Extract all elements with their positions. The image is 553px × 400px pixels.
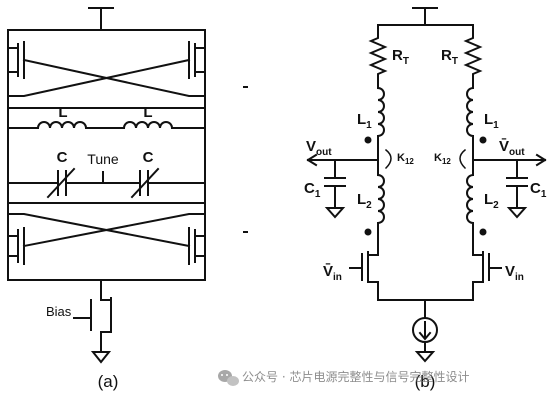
a-inductor-row	[7, 121, 206, 130]
b-transistor-right	[472, 251, 502, 301]
b-output-right	[472, 159, 546, 209]
b-inductor-l2-left	[376, 173, 385, 256]
b-label-vin-right: Vin	[505, 263, 524, 283]
a-varactor-row	[7, 170, 206, 196]
b-caption: (b)	[415, 372, 436, 391]
a-nmos-lower-left	[7, 29, 25, 281]
b-label-l1-right: L1	[484, 111, 499, 131]
a-caption: (a)	[98, 372, 119, 391]
b-dot-l2-right	[479, 228, 487, 236]
b-coupling-arc-right	[459, 148, 467, 170]
a-varactor-arrows	[46, 167, 160, 199]
a-bias-transistor	[73, 279, 112, 353]
a-label-inductor-right: L	[143, 104, 152, 121]
b-resistor-left	[368, 24, 388, 89]
b-label-c1-right: C1	[530, 180, 547, 200]
b-ground-tail	[414, 351, 436, 363]
a-label-cap-left: C	[57, 149, 68, 166]
b-ground-c1-left	[324, 207, 346, 219]
circuit-b: RT RT L1 L1 L2 L2 K12 K12 Vout V̄out C1 …	[304, 7, 547, 391]
a-upper-cross-coupling	[7, 58, 206, 97]
a-label-tune: Tune	[87, 151, 119, 167]
b-resistor-right	[463, 24, 483, 89]
b-label-vout-right: V̄out	[499, 137, 525, 158]
watermark-text: 公众号 · 芯片电源完整性与信号完整性设计	[242, 369, 469, 384]
b-current-arrow	[418, 321, 432, 341]
b-ground-c1-right	[506, 207, 528, 219]
wechat-icon	[218, 370, 239, 386]
b-label-l1-left: L1	[357, 111, 372, 131]
a-nmos-lower-right	[188, 29, 206, 281]
b-vdd-symbol	[412, 7, 438, 26]
b-coupling-arc-left	[384, 148, 392, 170]
b-dot-l2-left	[364, 228, 372, 236]
a-lower-cross-coupling	[7, 213, 206, 248]
b-dot-l1-right	[479, 136, 487, 144]
b-label-k-left: K12	[397, 152, 414, 166]
b-label-vin-left: V̄in	[323, 262, 342, 283]
b-dot-l1-left	[364, 136, 372, 144]
b-inductor-l2-right	[466, 173, 475, 256]
b-output-right-arrow	[535, 153, 547, 167]
a-vdd-symbol	[88, 7, 114, 31]
b-label-l2-right: L2	[484, 191, 499, 211]
b-inductor-l1-left	[376, 86, 385, 176]
b-label-rt-right: RT	[441, 47, 458, 67]
b-transistor-left	[349, 251, 379, 301]
b-label-k-right: K12	[434, 152, 451, 166]
b-label-c1-left: C1	[304, 180, 321, 200]
b-output-left-arrow	[306, 153, 318, 167]
b-label-rt-left: RT	[392, 47, 409, 67]
a-ground-symbol	[90, 351, 112, 364]
watermark: 公众号 · 芯片电源完整性与信号完整性设计	[218, 369, 469, 386]
a-label-cap-right: C	[143, 149, 154, 166]
b-inductor-l1-right	[466, 86, 475, 176]
b-tail-rail	[377, 299, 474, 319]
b-output-left	[307, 159, 379, 209]
a-label-bias: Bias	[46, 304, 72, 319]
a-label-inductor-left: L	[58, 104, 67, 121]
b-label-l2-left: L2	[357, 191, 372, 211]
b-label-vout-left: Vout	[306, 138, 332, 158]
circuit-a: L L C C Tune Bias (a)	[7, 7, 248, 391]
